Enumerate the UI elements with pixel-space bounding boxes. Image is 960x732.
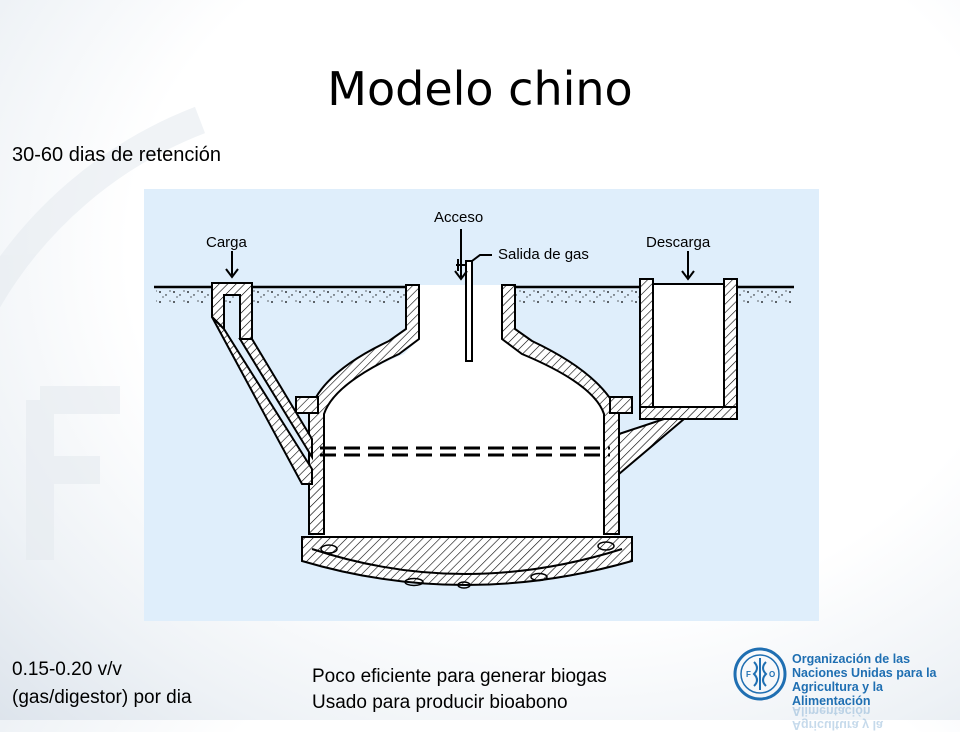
tank-interior bbox=[314, 285, 614, 574]
fao-emblem-icon: F O bbox=[733, 647, 787, 701]
stone bbox=[320, 544, 338, 554]
gas-pipe bbox=[465, 260, 473, 362]
arrow-acceso bbox=[454, 229, 468, 281]
label-salida-gas: Salida de gas bbox=[498, 246, 589, 263]
note-right-line: Poco eficiente para generar biogas bbox=[312, 666, 607, 687]
ledge-left bbox=[295, 396, 319, 414]
label-acceso: Acceso bbox=[434, 209, 483, 226]
inlet-pipe bbox=[211, 316, 313, 485]
stone bbox=[530, 572, 548, 582]
outlet-chamber-right-wall bbox=[723, 278, 738, 420]
dome-wall-left bbox=[308, 284, 420, 535]
outlet-chamber-inner bbox=[652, 283, 725, 408]
note-left: 0.15-0.20 v/v (gas/digestor) por dia bbox=[12, 656, 192, 712]
dome-wall-right bbox=[501, 284, 620, 535]
stone bbox=[404, 577, 424, 587]
fao-logo-line: Organización de las bbox=[792, 652, 911, 666]
fao-logo-line: Naciones Unidas para la bbox=[792, 666, 937, 680]
slide-subtitle: 30-60 dias de retención bbox=[12, 144, 222, 166]
outlet-chamber-floor bbox=[639, 406, 738, 420]
label-descarga: Descarga bbox=[646, 234, 711, 251]
label-carga: Carga bbox=[206, 234, 248, 251]
stone bbox=[597, 541, 615, 551]
inlet-pipe-inner bbox=[238, 338, 313, 461]
arrow-carga bbox=[225, 251, 239, 279]
note-left-line: 0.15-0.20 v/v bbox=[12, 659, 122, 680]
note-right-line: Usado para producir bioabono bbox=[312, 692, 568, 713]
bottom-slab bbox=[301, 536, 633, 586]
svg-text:O: O bbox=[769, 670, 775, 679]
note-left-line: (gas/digestor) por dia bbox=[12, 687, 192, 708]
outlet-chamber-left-wall bbox=[639, 278, 654, 420]
fao-logo-reflection: Agricultura y la Alimentación bbox=[792, 704, 883, 732]
digester-diagram: Carga Acceso Salida de gas Descarga bbox=[144, 189, 819, 621]
fao-logo: F O Organización de las Naciones Unidas … bbox=[732, 646, 956, 732]
ledge-right bbox=[609, 396, 633, 414]
outlet-pipe bbox=[618, 418, 687, 477]
svg-text:F: F bbox=[746, 670, 751, 679]
stone bbox=[457, 581, 471, 589]
bottom-curve bbox=[311, 548, 623, 575]
fao-logo-text: Organización de las Naciones Unidas para… bbox=[792, 652, 956, 708]
fao-logo-line: Agricultura y la Alimentación bbox=[792, 680, 883, 708]
note-right: Poco eficiente para generar biogas Usado… bbox=[312, 664, 607, 716]
slide-title: Modelo chino bbox=[327, 62, 633, 116]
arrow-descarga bbox=[681, 251, 695, 281]
